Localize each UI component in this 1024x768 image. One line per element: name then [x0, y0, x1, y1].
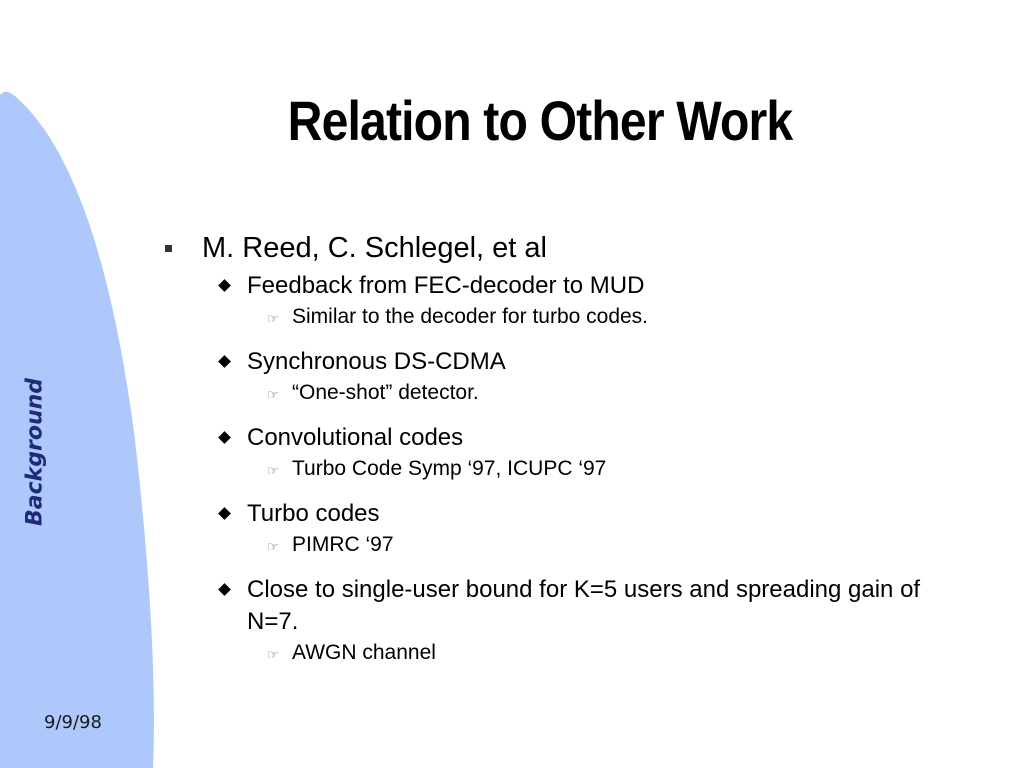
pointing-hand-icon: ☞ — [267, 647, 279, 662]
diamond-bullet-icon — [218, 279, 231, 292]
section-label: Background — [22, 377, 48, 527]
bullet-text: AWGN channel — [292, 641, 436, 664]
bullet-level2: Convolutional codes — [202, 422, 962, 454]
side-panel-shape — [0, 91, 154, 768]
diamond-bullet-icon — [218, 507, 231, 520]
bullet-level3: ☞ “One-shot” detector. — [247, 378, 962, 408]
bullet-text: Feedback from FEC-decoder to MUD — [247, 272, 645, 299]
bullet-text: Turbo Code Symp ‘97, ICUPC ‘97 — [292, 457, 607, 480]
bullet-level1: M. Reed, C. Schlegel, et al — [162, 228, 962, 268]
pointing-hand-icon: ☞ — [267, 311, 279, 326]
bullet-level2: Synchronous DS-CDMA — [202, 346, 962, 378]
side-panel-decoration — [0, 91, 154, 768]
diamond-bullet-icon — [218, 355, 231, 368]
bullet-level2: Feedback from FEC-decoder to MUD — [202, 270, 962, 302]
bullet-level2: Close to single-user bound for K=5 users… — [202, 574, 962, 638]
diamond-bullet-icon — [218, 431, 231, 444]
diamond-bullet-icon — [218, 583, 231, 596]
bullet-text: “One-shot” detector. — [292, 381, 479, 404]
footer-date: 9/9/98 — [44, 712, 102, 733]
bullet-text: Close to single-user bound for K=5 users… — [247, 576, 921, 635]
bullet-text: Similar to the decoder for turbo codes. — [292, 305, 649, 328]
bullet-text: Synchronous DS-CDMA — [247, 348, 506, 375]
pointing-hand-icon: ☞ — [267, 539, 279, 554]
bullet-level3: ☞ Similar to the decoder for turbo codes… — [247, 302, 962, 332]
square-bullet-icon — [165, 245, 172, 252]
bullet-level3: ☞ AWGN channel — [247, 638, 962, 668]
bullet-level3: ☞ PIMRC ‘97 — [247, 530, 962, 560]
bullet-text: PIMRC ‘97 — [292, 533, 394, 556]
bullet-text: Turbo codes — [247, 500, 380, 527]
pointing-hand-icon: ☞ — [267, 463, 279, 478]
bullet-text: Convolutional codes — [247, 424, 464, 451]
slide-title: Relation to Other Work — [287, 89, 793, 152]
bullet-level2: Turbo codes — [202, 498, 962, 530]
pointing-hand-icon: ☞ — [267, 387, 279, 402]
bullet-text: M. Reed, C. Schlegel, et al — [202, 232, 547, 264]
bullet-list: M. Reed, C. Schlegel, et al Feedback fro… — [162, 228, 962, 682]
bullet-level3: ☞ Turbo Code Symp ‘97, ICUPC ‘97 — [247, 454, 962, 484]
